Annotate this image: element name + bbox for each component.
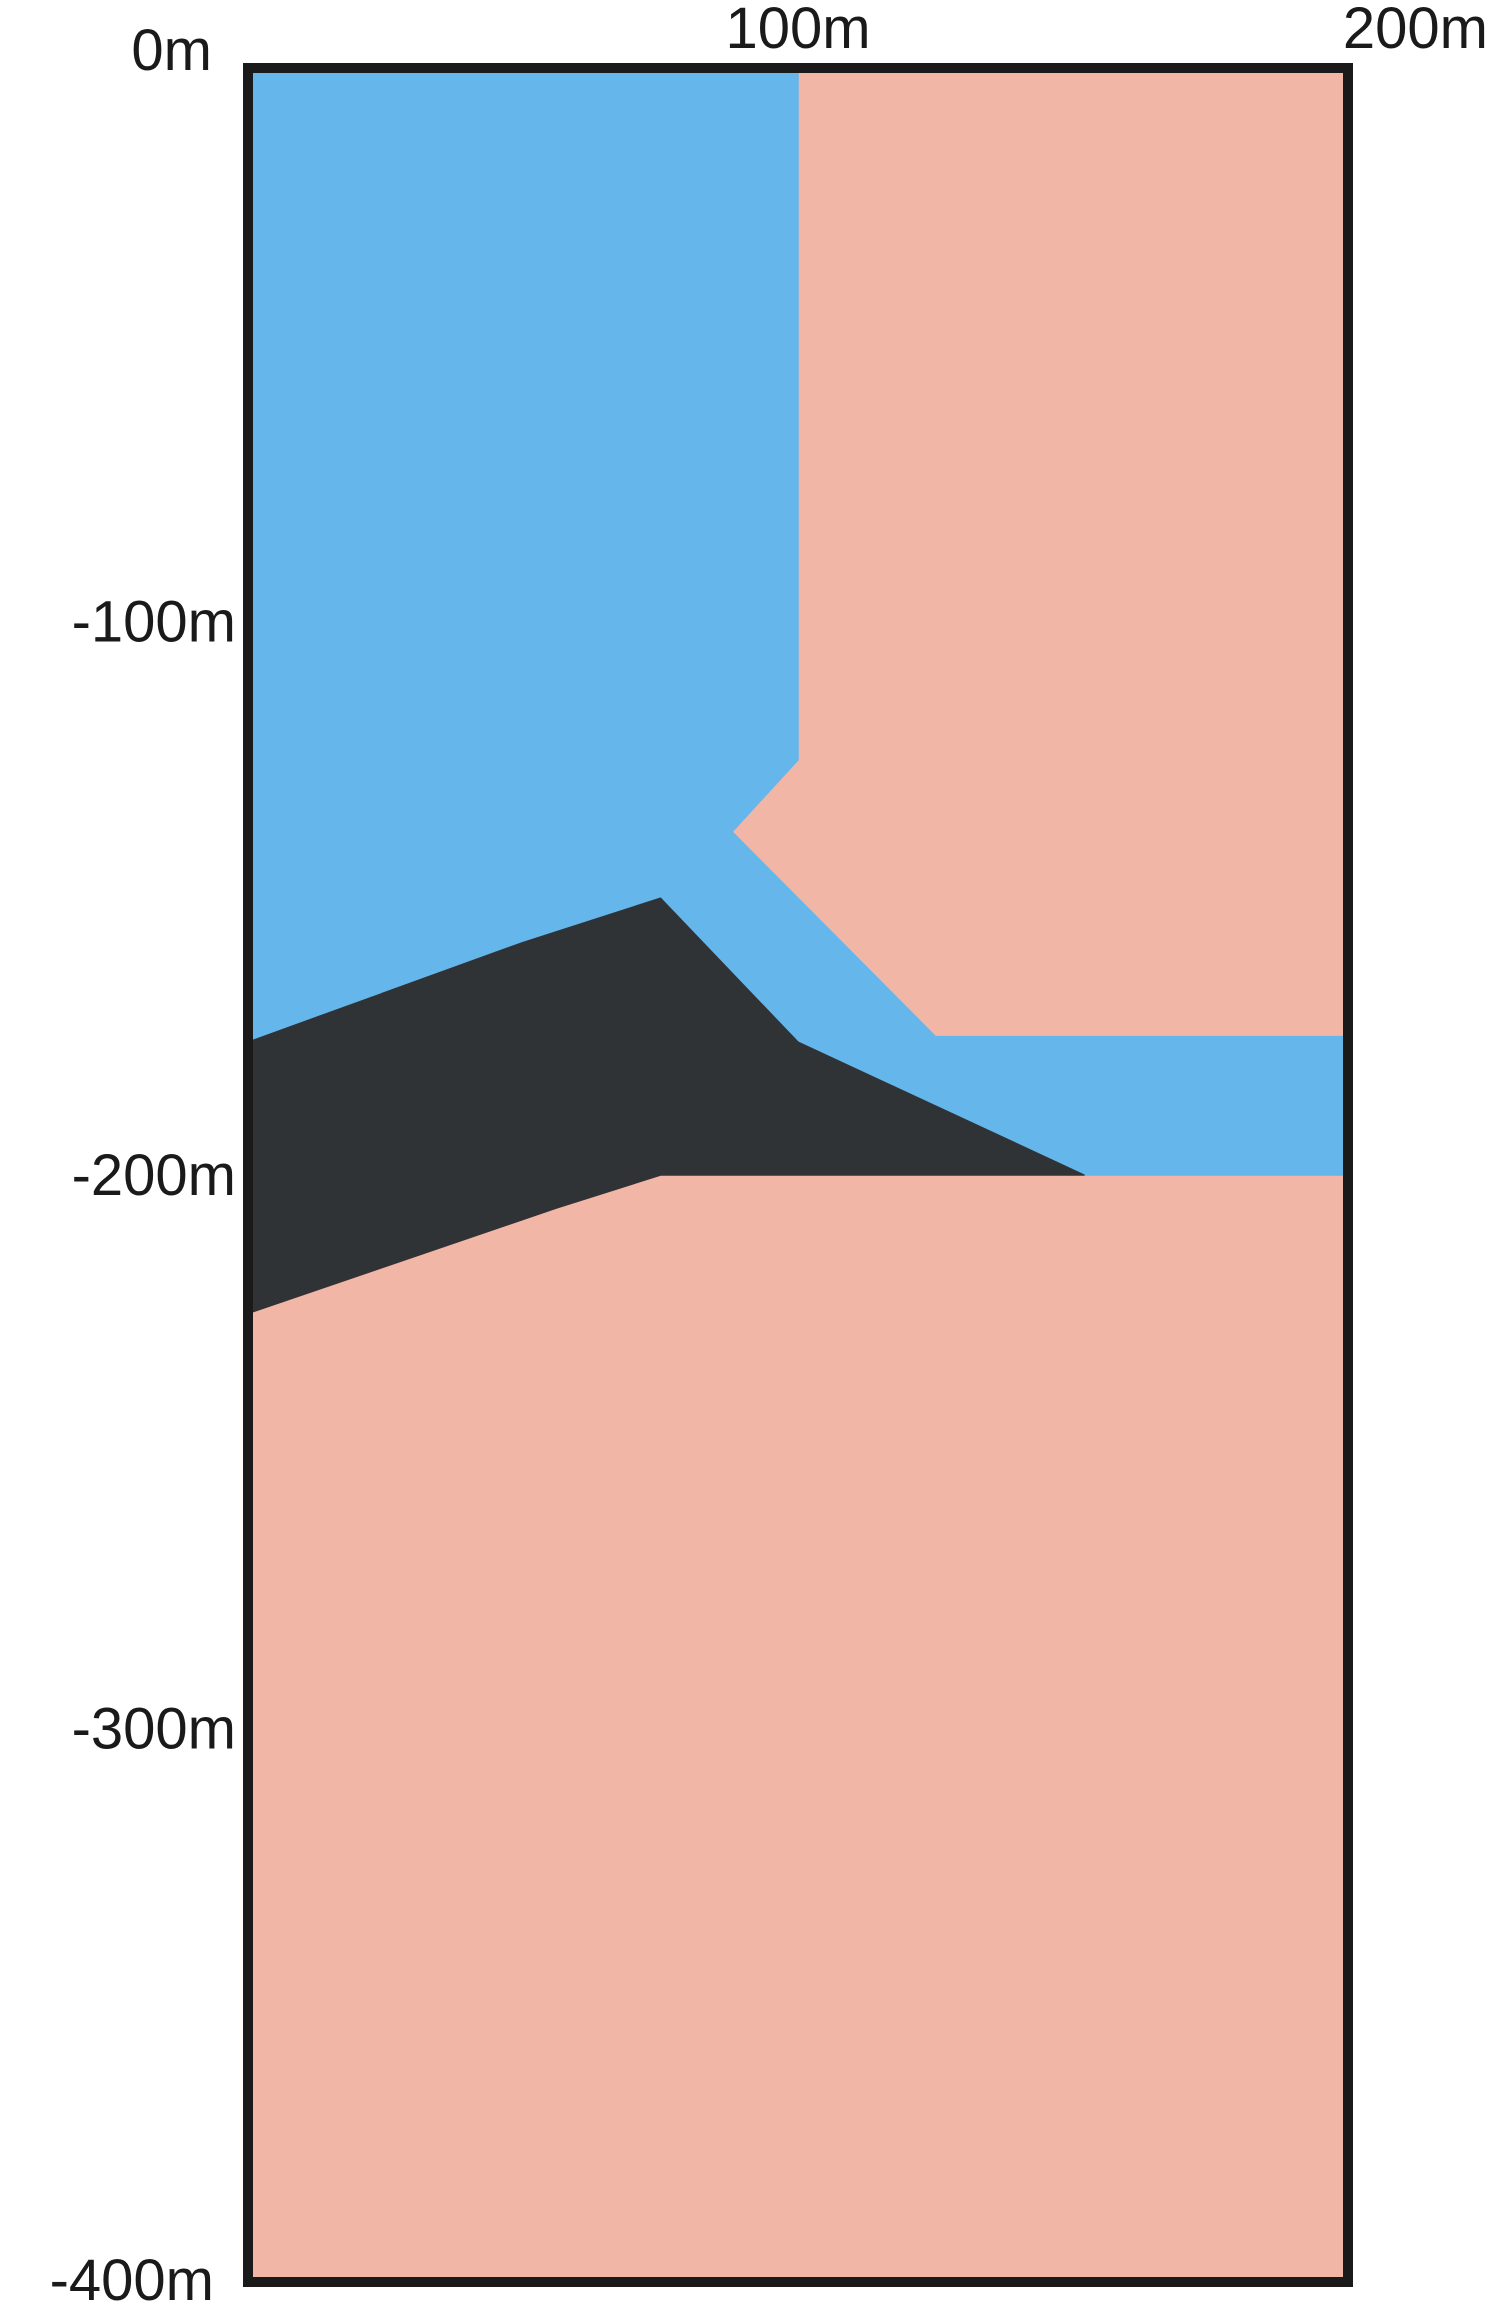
y-tick-label: -200m	[72, 1143, 236, 1208]
pink-unit-lower	[247, 1174, 1349, 2283]
y-tick-label: -400m	[50, 2248, 214, 2313]
section-frame	[243, 63, 1353, 2287]
y-tick-label: -300m	[72, 1697, 236, 1762]
geologic-units	[247, 67, 1349, 2283]
x-axis-labels: 0m 100m 200m	[131, 0, 1488, 83]
y-tick-label: -100m	[72, 590, 236, 655]
x-tick-label: 200m	[1343, 0, 1488, 61]
x-tick-label: 0m	[131, 18, 212, 83]
y-axis-labels: -100m -200m -300m -400m	[50, 590, 236, 2314]
pink-unit-upper	[731, 67, 1349, 1038]
x-tick-label: 100m	[725, 0, 870, 61]
dark-unit	[247, 897, 1085, 1315]
